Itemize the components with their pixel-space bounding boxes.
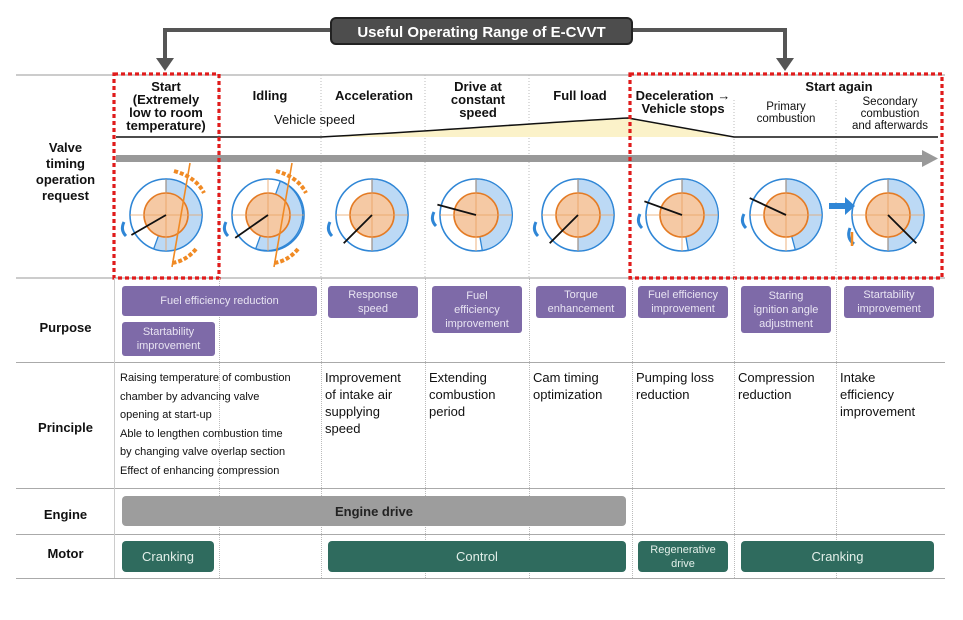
row-divider-engine — [16, 488, 945, 489]
valve-dial — [644, 178, 719, 252]
row-divider-bottom — [16, 578, 945, 579]
principle-start-line: by changing valve overlap section — [120, 446, 286, 458]
header-start: Start (Extremely low to room temperature… — [126, 79, 206, 133]
col-sep-lower-1 — [219, 278, 220, 578]
principle-primary-combustion: Compression reduction — [738, 370, 815, 402]
rotation-arrow-icon — [120, 221, 128, 238]
header-start-again: Start again — [805, 79, 873, 94]
left-arrowhead — [156, 58, 174, 71]
forward-arrow-icon — [829, 197, 855, 215]
retard-arrow-icon — [171, 247, 198, 265]
purpose-startability-improvement: Startability improvement — [122, 322, 215, 356]
rotation-arrow-icon — [532, 221, 540, 238]
header-acceleration: Acceleration — [334, 88, 414, 103]
valve-dial — [335, 178, 409, 252]
col-sep-lower-5 — [632, 278, 633, 578]
row-divider-principle — [16, 362, 945, 363]
row-divider-motor — [16, 534, 945, 535]
principle-constant-speed: Extending combustion period — [429, 370, 496, 419]
header-full-load: Full load — [553, 88, 607, 103]
start-highlight-box — [112, 72, 221, 280]
principle-acceleration: Improvement of intake air supplying spee… — [325, 370, 401, 436]
motor-control: Control — [328, 541, 626, 572]
vehicle-speed-label: Vehicle speed — [274, 112, 355, 127]
header-primary-combustion: Primary combustion — [756, 101, 816, 125]
rotation-arrow-icon — [740, 213, 748, 230]
timeline-arrow-shaft — [116, 155, 924, 162]
restart-highlight-box — [628, 72, 944, 280]
valve-dial — [231, 178, 305, 252]
principle-secondary-combustion: Intake efficiency improvement — [840, 370, 916, 419]
diagram-title: Useful Operating Range of E-CVVT — [330, 17, 633, 45]
rotation-arrow-icon — [430, 211, 438, 228]
motor-regenerative-drive: Regenerative drive — [638, 541, 728, 572]
timeline-arrowhead — [922, 150, 938, 167]
valve-dials — [120, 162, 925, 268]
col-sep-lower-3 — [425, 278, 426, 578]
advance-arrow-icon — [173, 169, 206, 194]
principle-start-line: chamber by advancing valve — [120, 390, 260, 403]
row-label-motor: Motor — [47, 546, 84, 561]
purpose-fuel-efficiency-reduction: Fuel efficiency reduction — [122, 286, 317, 316]
row-label-valve-timing: Valve timing operation request — [35, 140, 96, 203]
column-separators — [218, 75, 837, 278]
purpose-torque-enhancement: Torque enhancement — [536, 286, 626, 318]
header-secondary-combustion: Secondary combustion and afterwards — [851, 96, 929, 132]
principle-full-load: Cam timing optimization — [533, 370, 603, 402]
row-label-purpose: Purpose — [39, 320, 92, 335]
right-arrowhead — [776, 58, 794, 71]
principle-start-line: Raising temperature of combustion — [120, 372, 291, 384]
col-sep-lower-6 — [734, 278, 735, 578]
principle-start-line: Effect of enhancing compression — [120, 464, 280, 477]
valve-dial — [129, 178, 203, 252]
engine-drive-bar: Engine drive — [122, 496, 626, 526]
rotation-arrow-icon — [636, 213, 644, 230]
advance-arrow-icon — [275, 169, 308, 194]
valve-dial — [851, 178, 925, 252]
header-deceleration: Deceleration → Vehicle stops — [635, 88, 731, 116]
row-label-principle: Principle — [38, 420, 93, 435]
row-label-engine: Engine — [43, 507, 88, 522]
header-constant-speed: Drive at constant speed — [450, 79, 506, 120]
principle-start: Raising temperature of combustion chambe… — [120, 369, 320, 480]
purpose-fuel-efficiency-improvement-2: Fuel efficiency improvement — [638, 286, 728, 318]
motor-cranking-restart: Cranking — [741, 541, 934, 572]
retard-arrow-icon — [273, 247, 300, 265]
col-sep-lower-7 — [836, 278, 837, 578]
rotation-arrow-icon — [326, 221, 334, 238]
col-sep-lower-4 — [529, 278, 530, 578]
diagram-canvas — [16, 28, 945, 280]
header-idling: Idling — [252, 88, 288, 103]
purpose-fuel-efficiency-improvement: Fuel efficiency improvement — [432, 286, 522, 333]
principle-deceleration: Pumping loss reduction — [636, 370, 715, 402]
col-sep-lower-2 — [321, 278, 322, 578]
principle-start-line: Able to lengthen combustion time — [120, 427, 283, 440]
purpose-ignition-angle-adjustment: Staring ignition angle adjustment — [741, 286, 831, 333]
valve-dial — [437, 178, 513, 252]
vehicle-speed-curve — [116, 117, 938, 138]
purpose-response-speed: Response speed — [328, 286, 418, 318]
label-column-divider — [114, 278, 115, 578]
rotation-arrow-icon — [222, 221, 230, 238]
motor-cranking-start: Cranking — [122, 541, 214, 572]
valve-dial — [541, 178, 615, 252]
purpose-startability-improvement-2: Startability improvement — [844, 286, 934, 318]
valve-dial — [749, 178, 823, 252]
principle-start-line: opening at start-up — [120, 409, 212, 421]
range-connector-arrows — [163, 28, 787, 60]
